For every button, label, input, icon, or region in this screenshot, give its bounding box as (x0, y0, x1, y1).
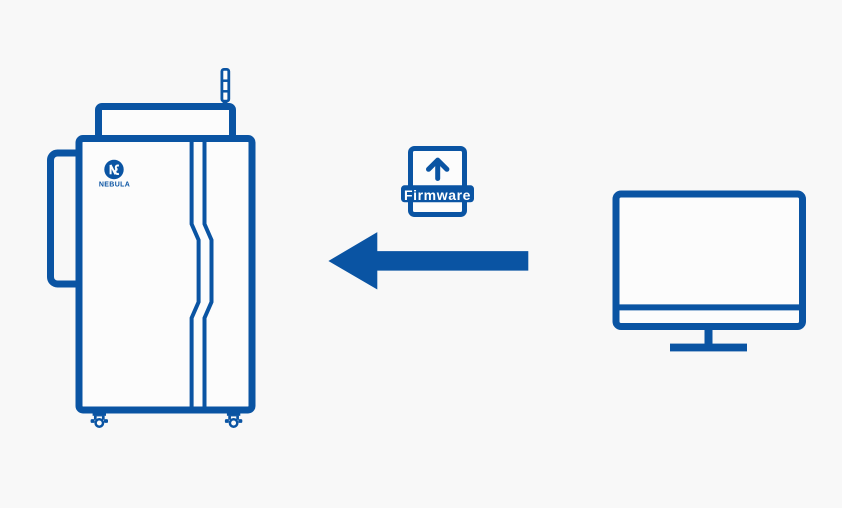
svg-text:Firmware: Firmware (404, 187, 471, 203)
svg-text:NEBULA: NEBULA (99, 182, 130, 189)
